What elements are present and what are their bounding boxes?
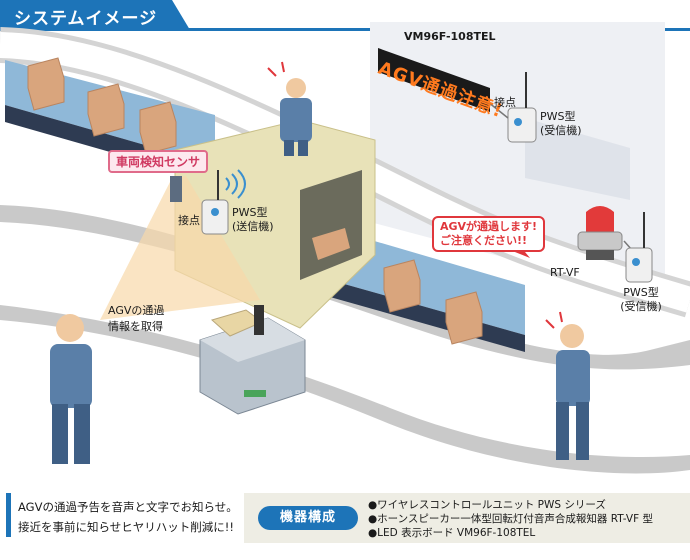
callout-line-2: ご注意ください!!	[440, 234, 528, 247]
title-bar: システムイメージ	[0, 0, 690, 31]
equipment-item: ●LED 表示ボード VM96F-108TEL	[368, 527, 536, 539]
equipment-item: ●ワイヤレスコントロールユニット PWS シリーズ	[368, 499, 606, 511]
agv-vehicle	[199, 305, 306, 415]
rt-vf-beacon	[586, 206, 614, 232]
led-model-label: VM96F-108TEL	[404, 30, 496, 43]
footer-note: AGVの通過予告を音声と文字でお知らせ。 接近を事前に知らせヒヤリハット削減に!…	[0, 493, 240, 543]
equipment-panel: 機器構成 ●ワイヤレスコントロールユニット PWS シリーズ ●ホーンスピーカー…	[244, 493, 690, 543]
pws-receiver-type: (受信機)	[540, 124, 582, 137]
led-board	[378, 48, 490, 112]
worker-figure	[50, 314, 92, 464]
pws-transmitter-name: PWS型	[232, 206, 268, 219]
wireless-signal-icon	[225, 169, 246, 199]
cardboard-box	[27, 57, 483, 345]
footer-note-line-2: 接近を事前に知らせヒヤリハット削減に!!	[18, 520, 234, 534]
title-underline	[0, 28, 690, 31]
equipment-heading: 機器構成	[258, 506, 358, 530]
cardboard-box	[312, 228, 350, 260]
wall-shelves	[525, 118, 630, 200]
contact-label: 接点	[178, 214, 200, 227]
pws-receiver-name: PWS型	[623, 286, 659, 299]
pws-transmitter-type: (送信機)	[232, 220, 274, 233]
vehicle-sensor-label: 車両検知センサ	[108, 150, 209, 173]
alert-mark-icon	[267, 61, 563, 329]
gate-opening	[300, 170, 362, 280]
worker-figure	[556, 324, 590, 460]
pws-receiver-top	[507, 107, 537, 143]
sensor-beam	[100, 176, 260, 320]
pws-receiver-name: PWS型	[540, 110, 576, 123]
rt-vf-label: RT-VF	[550, 266, 580, 279]
worker-figure	[280, 78, 312, 156]
horn-speaker	[577, 231, 623, 251]
page-title: システムイメージ	[14, 9, 158, 29]
agv-note-line-2: 情報を取得	[108, 320, 163, 333]
pws-receiver-type: (受信機)	[620, 300, 662, 313]
pws-transmitter	[201, 199, 229, 235]
footer-note-line-1: AGVの通過予告を音声と文字でお知らせ。	[18, 500, 238, 514]
title-tab	[0, 0, 190, 30]
speaker-callout: AGVが通過します! ご注意ください!!	[432, 216, 546, 252]
sensor-device	[170, 176, 182, 202]
pws-receiver-bottom	[625, 247, 653, 283]
agv-note-line-1: AGVの通過	[108, 304, 165, 317]
footer-accent-bar	[6, 493, 11, 537]
callout-line-1: AGVが通過します!	[440, 220, 538, 233]
contact-label: 接点	[494, 96, 516, 109]
equipment-item: ●ホーンスピーカー一体型回転灯付音声合成報知器 RT-VF 型	[368, 513, 653, 525]
